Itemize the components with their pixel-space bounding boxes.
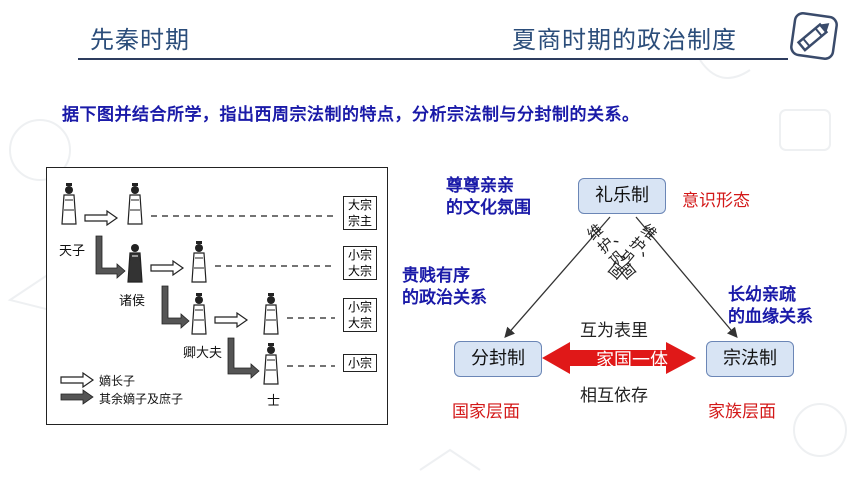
label-tianzi: 天子 bbox=[59, 244, 86, 259]
label-yicun: 相互依存 bbox=[580, 386, 648, 406]
rank-box: 大宗 宗主 bbox=[343, 196, 377, 230]
note-line: 的文化氛围 bbox=[446, 198, 531, 218]
rank-box-line: 大宗 bbox=[347, 264, 372, 278]
section-title: 先秦时期 bbox=[90, 26, 190, 54]
label-shi: 士 bbox=[267, 394, 281, 409]
hierarchy-figure: 天子 诸侯 卿大夫 士 大宗 宗主 小宗 大宗 小宗 大宗 小宗 嫡长子 其余嫡… bbox=[46, 167, 388, 425]
rank-box-line: 宗主 bbox=[347, 214, 372, 228]
question-text: 据下图并结合所学，指出西周宗法制的特点，分析宗法制与分封制的关系。 bbox=[62, 105, 640, 125]
rank-box: 小宗 大宗 bbox=[343, 298, 377, 332]
node-zongfa: 宗法制 bbox=[706, 341, 794, 377]
note-line: 贵贱有序 bbox=[402, 266, 470, 286]
note-top-left: 尊尊亲亲 的文化氛围 bbox=[446, 175, 531, 219]
pencil-icon bbox=[790, 12, 838, 60]
label-guojia-level: 国家层面 bbox=[452, 402, 520, 422]
rank-box-line: 小宗 bbox=[347, 300, 372, 314]
rank-box-line: 大宗 bbox=[347, 198, 372, 212]
slide-title: 夏商时期的政治制度 bbox=[512, 26, 737, 54]
legend-eldest: 嫡长子 bbox=[99, 374, 136, 388]
rank-box-line: 大宗 bbox=[347, 316, 372, 330]
node-fenfeng: 分封制 bbox=[454, 341, 542, 377]
label-biaoli: 互为表里 bbox=[580, 321, 648, 341]
rank-box: 小宗 bbox=[343, 354, 377, 372]
header-divider bbox=[78, 58, 788, 60]
label-zhuhou: 诸侯 bbox=[119, 294, 146, 309]
rank-box-line: 小宗 bbox=[347, 356, 372, 370]
label-jiazu-level: 家族层面 bbox=[708, 402, 776, 422]
legend-others: 其余嫡子及庶子 bbox=[99, 392, 184, 406]
note-mid-left: 贵贱有序 的政治关系 bbox=[402, 265, 487, 309]
note-line: 尊尊亲亲 bbox=[446, 176, 514, 196]
rank-box: 小宗 大宗 bbox=[343, 246, 377, 280]
hierarchy-drawing bbox=[60, 182, 335, 405]
node-liyue: 礼乐制 bbox=[578, 178, 666, 214]
note-line: 长幼亲疏 bbox=[728, 285, 796, 305]
note-top-right: 意识形态 bbox=[682, 191, 750, 211]
slide-header: 先秦时期 夏商时期的政治制度 bbox=[0, 0, 860, 62]
note-mid-right: 长幼亲疏 的血缘关系 bbox=[728, 284, 813, 328]
label-jiaguo: 家国一体 bbox=[596, 350, 668, 371]
note-line: 的政治关系 bbox=[402, 288, 487, 308]
note-line: 的血缘关系 bbox=[728, 307, 813, 327]
rank-box-line: 小宗 bbox=[347, 248, 372, 262]
label-qingdafu: 卿大夫 bbox=[183, 346, 223, 361]
